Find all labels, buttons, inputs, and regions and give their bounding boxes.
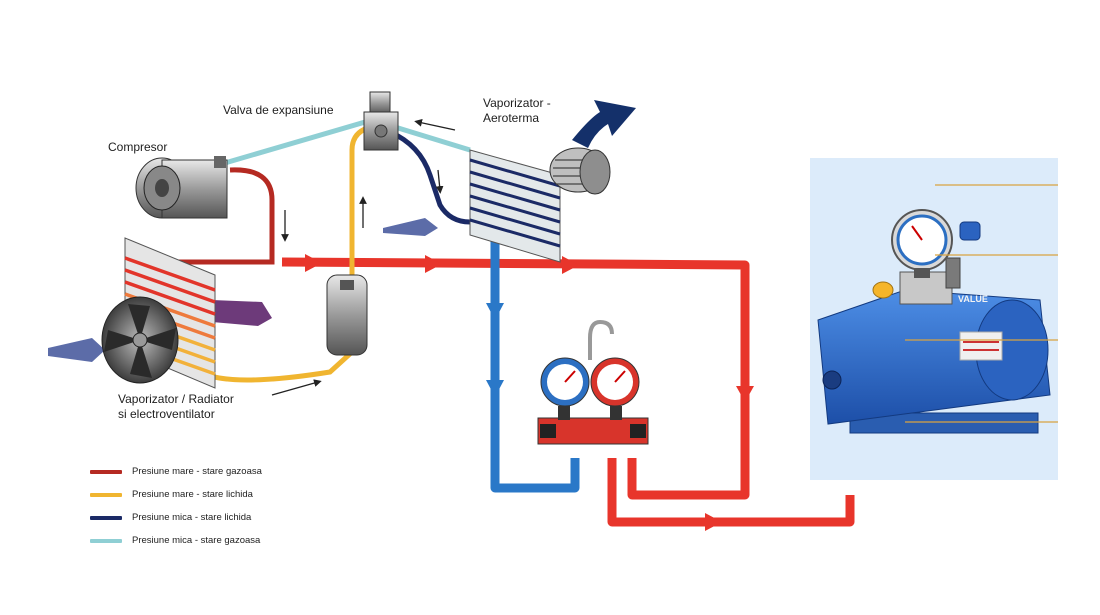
airflow-in-arrow-evap <box>383 218 438 236</box>
line-low-pressure-gas <box>217 117 471 168</box>
legend-label: Presiune mica - stare gazoasa <box>132 535 261 546</box>
legend-item: Presiune mica - stare lichida <box>90 506 262 529</box>
manifold-gauge <box>537 319 649 445</box>
pump-callout-lines <box>905 184 1058 423</box>
legend-swatch <box>90 538 122 543</box>
service-line-blue-arrows <box>486 303 504 397</box>
legend-item: Presiune mare - stare lichida <box>90 483 262 506</box>
label-condenser-line1: Vaporizator / Radiator <box>118 392 234 406</box>
label-condenser-line2: si electroventilator <box>118 407 215 421</box>
blower-fan <box>549 147 611 195</box>
legend-label: Presiune mare - stare lichida <box>132 489 253 500</box>
compressor <box>135 156 228 219</box>
legend-label: Presiune mare - stare gazoasa <box>132 466 262 477</box>
legend-swatch <box>90 492 122 497</box>
service-line-red <box>281 257 855 527</box>
legend: Presiune mare - stare gazoasa Presiune m… <box>90 460 262 552</box>
receiver-drier <box>326 274 368 356</box>
vacuum-pump <box>817 209 1051 434</box>
airflow-out-arrow-evap <box>572 100 636 148</box>
condenser-fan <box>101 296 179 384</box>
legend-swatch <box>90 515 122 520</box>
label-evaporator-line1: Vaporizator - <box>483 96 551 110</box>
label-expansion-valve: Valva de expansiune <box>223 103 334 117</box>
service-line-red-arrows <box>305 254 754 531</box>
airflow-in-arrow-left <box>48 338 105 362</box>
legend-item: Presiune mare - stare gazoasa <box>90 460 262 483</box>
evaporator-heater-core <box>469 149 561 263</box>
expansion-valve <box>363 91 399 151</box>
airflow-out-arrow-condenser <box>212 300 272 326</box>
line-high-pressure-gas <box>130 167 275 265</box>
label-evaporator-line2: Aeroterma <box>483 111 540 125</box>
legend-label: Presiune mica - stare lichida <box>132 512 252 523</box>
label-compressor: Compresor <box>108 140 168 154</box>
legend-item: Presiune mica - stare gazoasa <box>90 529 262 552</box>
flow-arrows <box>271 119 456 396</box>
pump-brand-text: VALUE <box>958 294 988 304</box>
legend-swatch <box>90 469 122 474</box>
service-line-blue <box>490 232 580 493</box>
line-low-pressure-liquid <box>388 129 471 225</box>
